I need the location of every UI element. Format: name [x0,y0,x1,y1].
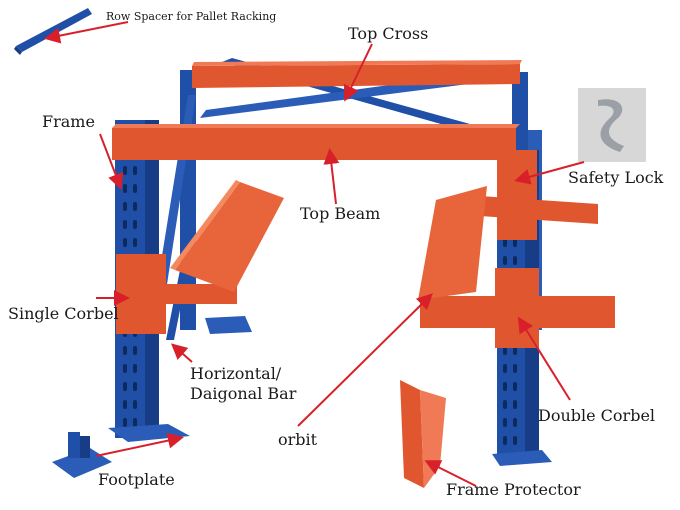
label-footplate: Footplate [98,470,175,489]
arrow-footplate [95,432,184,457]
front-top-beam [112,124,520,160]
label-top-cross: Top Cross [348,24,429,43]
arrow-frame [99,133,124,190]
safety-lock-inset [578,88,646,162]
arrow-horizontal-bar [171,343,193,363]
arrow-safety-lock [514,161,585,185]
label-horizontal-bar-line1: Horizontal/ [190,364,282,383]
label-orbit: orbit [278,430,318,449]
arrow-orbit [297,293,433,427]
label-safety-lock: Safety Lock [568,168,664,187]
label-frame: Frame [42,112,95,131]
arrow-double-corbel [517,316,571,401]
double-corbel-part [418,186,615,328]
label-horizontal-bar-line2: Daigonal Bar [190,384,297,403]
single-corbel-part [116,180,284,334]
arrow-frame-protector [424,460,477,487]
label-double-corbel: Double Corbel [538,406,656,425]
right-connector-plates [495,150,539,348]
pointer-arrows [44,21,585,487]
label-frame-protector: Frame Protector [446,480,581,499]
label-single-corbel: Single Corbel [8,304,119,323]
arrow-row-spacer [44,21,129,44]
arrow-top-beam [323,148,340,205]
label-row-spacer: Row Spacer for Pallet Racking [106,10,277,23]
label-top-beam: Top Beam [300,204,381,223]
arrow-top-cross [343,43,373,102]
frame-protector-part [400,380,446,488]
upright-footplates [108,316,552,466]
